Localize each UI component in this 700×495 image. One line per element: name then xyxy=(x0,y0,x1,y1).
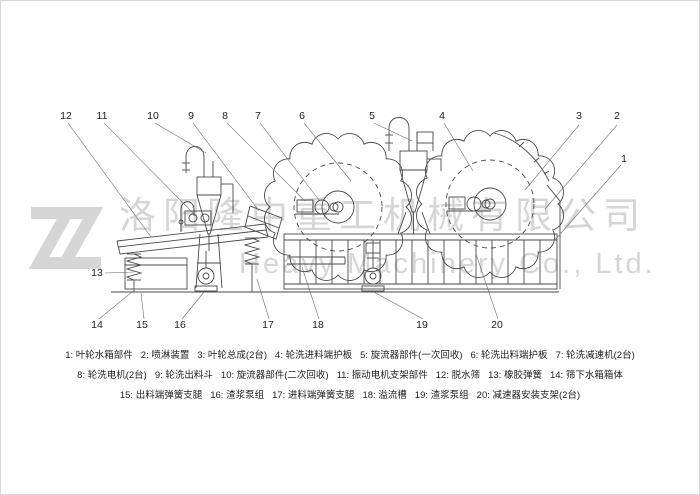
leader-lines xyxy=(67,122,622,320)
wheel-drive-left xyxy=(295,199,339,215)
legend-row: 15: 出料端弹簧支腿 16: 渣浆泵组 17: 进料端弹簧支腿 18: 溢流槽 19:… xyxy=(1,386,699,406)
legend-item-8: 8: 轮洗电机(2台) xyxy=(77,370,147,381)
callout-19: 19 xyxy=(416,319,428,331)
cyclone-primary xyxy=(385,117,442,235)
legend-item-7: 7: 轮洗减速机(2台) xyxy=(555,350,635,361)
slurry-pump-right xyxy=(361,240,385,292)
legend-item-10: 10: 旋流器部件(二次回收) xyxy=(220,370,329,381)
legend-item-20: 20: 减速器安装支架(2台) xyxy=(476,390,581,401)
callout-17: 17 xyxy=(262,319,274,331)
slurry-pump-left xyxy=(194,251,218,292)
callout-3: 3 xyxy=(576,110,582,122)
callout-8: 8 xyxy=(222,110,228,122)
callout-20: 20 xyxy=(491,319,503,331)
legend-item-17: 17: 进料端弹簧支腿 xyxy=(272,390,355,401)
legend-item-6: 6: 轮洗出料端护板 xyxy=(470,350,548,361)
legend-item-2: 2: 喷淋装置 xyxy=(140,350,190,361)
legend-item-11: 11: 振动电机支架部件 xyxy=(336,370,428,381)
callout-9: 9 xyxy=(188,110,194,122)
callout-11: 11 xyxy=(96,110,108,122)
spray-pipe xyxy=(493,132,550,182)
dewatering-screen xyxy=(116,201,269,255)
legend-item-16: 16: 渣浆泵组 xyxy=(210,390,265,401)
callout-10: 10 xyxy=(147,110,159,122)
legend-item-15: 15: 出料端弹簧支腿 xyxy=(119,390,203,401)
discharge-hopper xyxy=(244,205,283,240)
callout-4: 4 xyxy=(439,110,445,122)
callout-14: 14 xyxy=(91,319,103,331)
legend-item-4: 4: 轮洗进料端护板 xyxy=(275,350,353,361)
callout-15: 15 xyxy=(136,319,148,331)
callout-13: 13 xyxy=(91,267,103,279)
legend-item-5: 5: 旋流器部件(一次回收) xyxy=(360,350,463,361)
legend-item-9: 9: 轮洗出料斗 xyxy=(154,370,213,381)
callout-12: 12 xyxy=(60,110,72,122)
legend-item-19: 19: 渣浆泵组 xyxy=(414,390,469,401)
callout-18: 18 xyxy=(312,319,324,331)
legend-item-12: 12: 脱水筛 xyxy=(435,370,481,381)
right-discharge-chute xyxy=(546,184,561,289)
screen-underflow-tank xyxy=(124,257,188,290)
legend-row: 1: 叶轮水箱部件 2: 喷淋装置 3: 叶轮总成(2台) 4: 轮洗进料端护板 5: … xyxy=(1,346,699,366)
legend-item-13: 13: 橡胶弹簧 xyxy=(488,370,542,381)
callout-2: 2 xyxy=(614,110,620,122)
legend-item-18: 18: 溢流槽 xyxy=(362,390,407,401)
legend-item-3: 3: 叶轮总成(2台) xyxy=(197,350,268,361)
legend: 1: 叶轮水箱部件 2: 喷淋装置 3: 叶轮总成(2台) 4: 轮洗进料端护板 5: … xyxy=(1,346,699,406)
legend-item-1: 1: 叶轮水箱部件 xyxy=(65,350,133,361)
legend-item-14: 14: 筛下水箱箱体 xyxy=(549,370,623,381)
wheel-drive-right xyxy=(447,196,491,212)
legend-row: 8: 轮洗电机(2台) 9: 轮洗出料斗 10: 旋流器部件(二次回收) 11: 振动… xyxy=(1,366,699,386)
screen-springs xyxy=(126,237,260,292)
callout-16: 16 xyxy=(174,319,186,331)
callout-7: 7 xyxy=(255,110,261,122)
callout-1: 1 xyxy=(621,153,627,165)
overflow-trough xyxy=(287,256,346,265)
callout-5: 5 xyxy=(369,110,375,122)
callout-6: 6 xyxy=(299,110,305,122)
